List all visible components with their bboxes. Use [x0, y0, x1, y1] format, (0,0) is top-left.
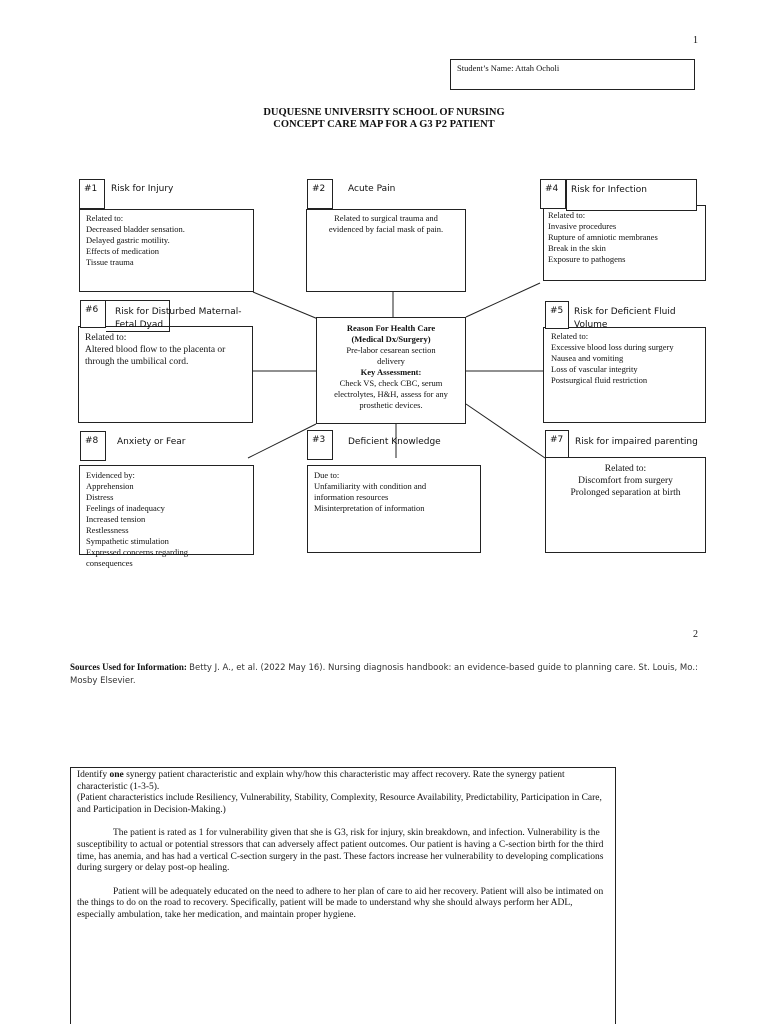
- node-label-deficient-knowledge: Deficient Knowledge: [348, 437, 441, 447]
- node-line: Related to:: [85, 333, 127, 343]
- node-line: Tissue trauma: [86, 257, 134, 267]
- connector-lines: [247, 282, 546, 459]
- node-line: Discomfort from surgery: [578, 476, 673, 486]
- sources-text: Betty J. A., et al. (2022 May 16). Nursi…: [70, 663, 698, 686]
- node-line: Decreased bladder sensation.: [86, 224, 185, 234]
- node-line: Prolonged separation at birth: [570, 488, 681, 498]
- page-title: DUQUESNE UNIVERSITY SCHOOL OF NURSING CO…: [0, 107, 768, 131]
- node-label-box-6: [106, 300, 170, 332]
- title-line-1: DUQUESNE UNIVERSITY SCHOOL OF NURSING: [263, 107, 505, 118]
- connector-n7: [465, 403, 546, 459]
- connector-n4: [465, 282, 541, 318]
- node-line: Delayed gastric motility.: [86, 235, 170, 245]
- answer-paragraph-1: The patient is rated as 1 for vulnerabil…: [77, 828, 604, 874]
- student-name-box: Student’s Name: Attah Ocholi: [450, 59, 695, 90]
- node-number-6: #6: [80, 300, 106, 328]
- center-reason-box: Reason For Health Care (Medical Dx/Surge…: [316, 317, 466, 424]
- node-line: Exposure to pathogens: [548, 254, 626, 264]
- node-label-line: Fetal Dyad: [115, 320, 164, 330]
- node-label-line: Risk for Disturbed Maternal-: [115, 307, 242, 317]
- node-line: Altered blood flow to the placenta or: [85, 345, 226, 355]
- node-label-risk-for-injury: Risk for Injury: [111, 184, 174, 194]
- node-line: Sympathetic stimulation: [86, 536, 169, 546]
- center-dx: Pre-labor cesarean section: [346, 345, 436, 355]
- node-line: Distress: [86, 492, 114, 502]
- node-number-3: #3: [307, 430, 333, 460]
- connector-n1: [252, 291, 319, 320]
- node-risk-for-infection-body: Related to: Invasive procedures Rupture …: [543, 205, 706, 281]
- node-line: Expressed concerns regarding: [86, 547, 188, 557]
- synergy-question-box: Identify one synergy patient characteris…: [70, 767, 616, 1024]
- node-line: Excessive blood loss during surgery: [551, 342, 674, 352]
- node-risk-for-injury-body: Related to: Decreased bladder sensation.…: [79, 209, 254, 292]
- center-assessment: Check VS, check CBC, serum: [339, 378, 443, 388]
- node-label-anxiety-or-fear: Anxiety or Fear: [117, 437, 186, 447]
- center-dx: delivery: [377, 356, 405, 366]
- node-number-2: #2: [307, 179, 333, 209]
- node-line: evidenced by facial mask of pain.: [328, 224, 444, 234]
- node-line: Related to:: [604, 464, 647, 474]
- node-line: Postsurgical fluid restriction: [551, 375, 648, 385]
- node-label-risk-for-infection: Risk for Infection: [566, 179, 697, 211]
- node-line: Related to surgical trauma and: [334, 213, 438, 223]
- node-line: Unfamiliarity with condition and: [314, 481, 427, 491]
- center-assessment: prosthetic devices.: [359, 400, 423, 410]
- answer-paragraph-2: Patient will be adequately educated on t…: [77, 886, 604, 920]
- node-line: consequences: [86, 558, 133, 568]
- node-impaired-parenting-body: Related to: Discomfort from surgery Prol…: [545, 457, 706, 553]
- node-line: Increased tension: [86, 514, 146, 524]
- question-characteristics: (Patient characteristics include Resilie…: [77, 793, 602, 815]
- node-number-1: #1: [79, 179, 105, 209]
- student-name: Attah Ocholi: [515, 63, 560, 73]
- node-deficient-fluid-volume-body: Related to: Excessive blood loss during …: [543, 327, 706, 423]
- node-number-5: #5: [545, 301, 569, 329]
- node-number-8: #8: [80, 431, 106, 461]
- page-number: 2: [693, 629, 698, 640]
- node-line: Related to:: [551, 331, 589, 341]
- node-line: Loss of vascular integrity: [551, 364, 638, 374]
- node-label-deficient-fluid-volume: Risk for Deficient Fluid Volume: [574, 306, 676, 332]
- center-assessment-heading: Key Assessment:: [360, 367, 422, 377]
- node-line: Feelings of inadequacy: [86, 503, 165, 513]
- node-line: Rupture of amniotic membranes: [548, 232, 658, 242]
- node-line: Nausea and vomiting: [551, 353, 624, 363]
- node-anxiety-body: Evidenced by: Apprehension Distress Feel…: [79, 465, 254, 568]
- node-maternal-fetal-dyad-body: Related to: Altered blood flow to the pl…: [78, 326, 253, 423]
- title-line-2: CONCEPT CARE MAP FOR A G3 P2 PATIENT: [273, 119, 495, 130]
- node-line: Restlessness: [86, 525, 129, 535]
- node-label-impaired-parenting: Risk for impaired parenting: [575, 437, 698, 447]
- node-line: through the umbilical cord.: [85, 357, 189, 367]
- node-line: Evidenced by:: [86, 470, 135, 480]
- page-number: 1: [693, 35, 698, 46]
- node-label-line: Volume: [574, 320, 608, 330]
- node-number-4: #4: [540, 179, 566, 209]
- node-line: Break in the skin: [548, 243, 606, 253]
- node-line: Effects of medication: [86, 246, 160, 256]
- node-number-7: #7: [545, 430, 569, 458]
- node-line: Due to:: [314, 470, 340, 480]
- sources-section: Sources Used for Information: Betty J. A…: [70, 661, 700, 687]
- node-line: Related to:: [548, 210, 586, 220]
- node-line: Related to:: [86, 213, 124, 223]
- node-label-line: Risk for Deficient Fluid: [574, 307, 676, 317]
- sources-label: Sources Used for Information:: [70, 662, 187, 672]
- node-label-acute-pain: Acute Pain: [348, 184, 396, 194]
- center-assessment: electrolytes, H&H, assess for any: [334, 389, 448, 399]
- node-line: Misinterpretation of information: [314, 503, 425, 513]
- question-prompt: Identify one synergy patient characteris…: [77, 770, 565, 792]
- node-line: information resources: [314, 492, 389, 502]
- center-heading: (Medical Dx/Surgery): [351, 334, 431, 344]
- node-line: Invasive procedures: [548, 221, 617, 231]
- node-line: Apprehension: [86, 481, 134, 491]
- node-acute-pain-body: Related to surgical trauma and evidenced…: [306, 209, 466, 292]
- center-heading: Reason For Health Care: [346, 323, 436, 333]
- node-label-maternal-fetal-dyad: Risk for Disturbed Maternal- Fetal Dyad: [115, 306, 241, 332]
- connector-n8: [247, 423, 317, 459]
- node-deficient-knowledge-body: Due to: Unfamiliarity with condition and…: [307, 465, 481, 553]
- student-name-label: Student’s Name:: [457, 63, 514, 73]
